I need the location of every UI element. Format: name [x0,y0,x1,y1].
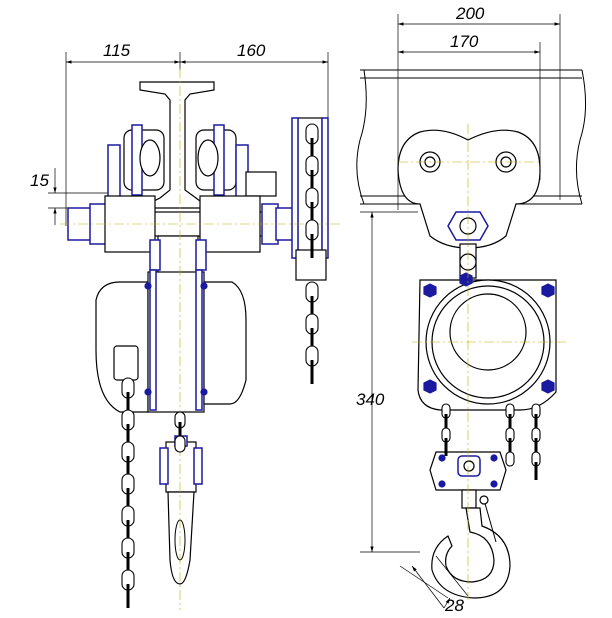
hanger-plates [149,235,207,277]
trolley-frame-front [397,129,541,279]
dim-115-label: 115 [103,41,131,60]
dimension-width-left: 115 160 [65,41,329,226]
trolley-axle [67,195,301,253]
hand-chain-right [305,123,319,384]
bolt-icon [423,379,437,394]
dimension-hook: 28 [399,555,469,615]
chain-link [174,435,186,453]
load-chain-front-left [441,403,451,456]
bolt-icon [423,283,437,298]
dimension-width-right: 200 170 [397,4,561,210]
dimension-height: 340 [356,211,420,553]
bottom-hook-block [159,435,203,585]
hook [431,495,511,599]
trolley-left-wheel [107,124,165,206]
bolt-icon [459,272,473,287]
hoist-body [95,269,247,413]
dim-200-label: 200 [455,4,485,23]
dim-340-label: 340 [356,390,385,409]
hand-chain-front [531,403,541,480]
load-chain-left [174,411,186,453]
dimension-gap: 15 [30,168,110,225]
front-view: 200 170 340 [356,4,587,615]
side-view: 115 160 15 [30,41,340,610]
load-chain-front-right [505,403,515,467]
hand-chain-left [121,377,135,608]
hoist-body-front [417,272,557,411]
dim-170-label: 170 [450,32,479,51]
dim-15-label: 15 [30,171,49,190]
trolley-right-wheel [195,124,277,206]
chain-link [505,451,515,467]
bolt-icon [541,379,555,394]
dim-28-label: 28 [444,596,464,615]
bolt-icon [541,283,555,298]
dim-160-label: 160 [237,41,266,60]
